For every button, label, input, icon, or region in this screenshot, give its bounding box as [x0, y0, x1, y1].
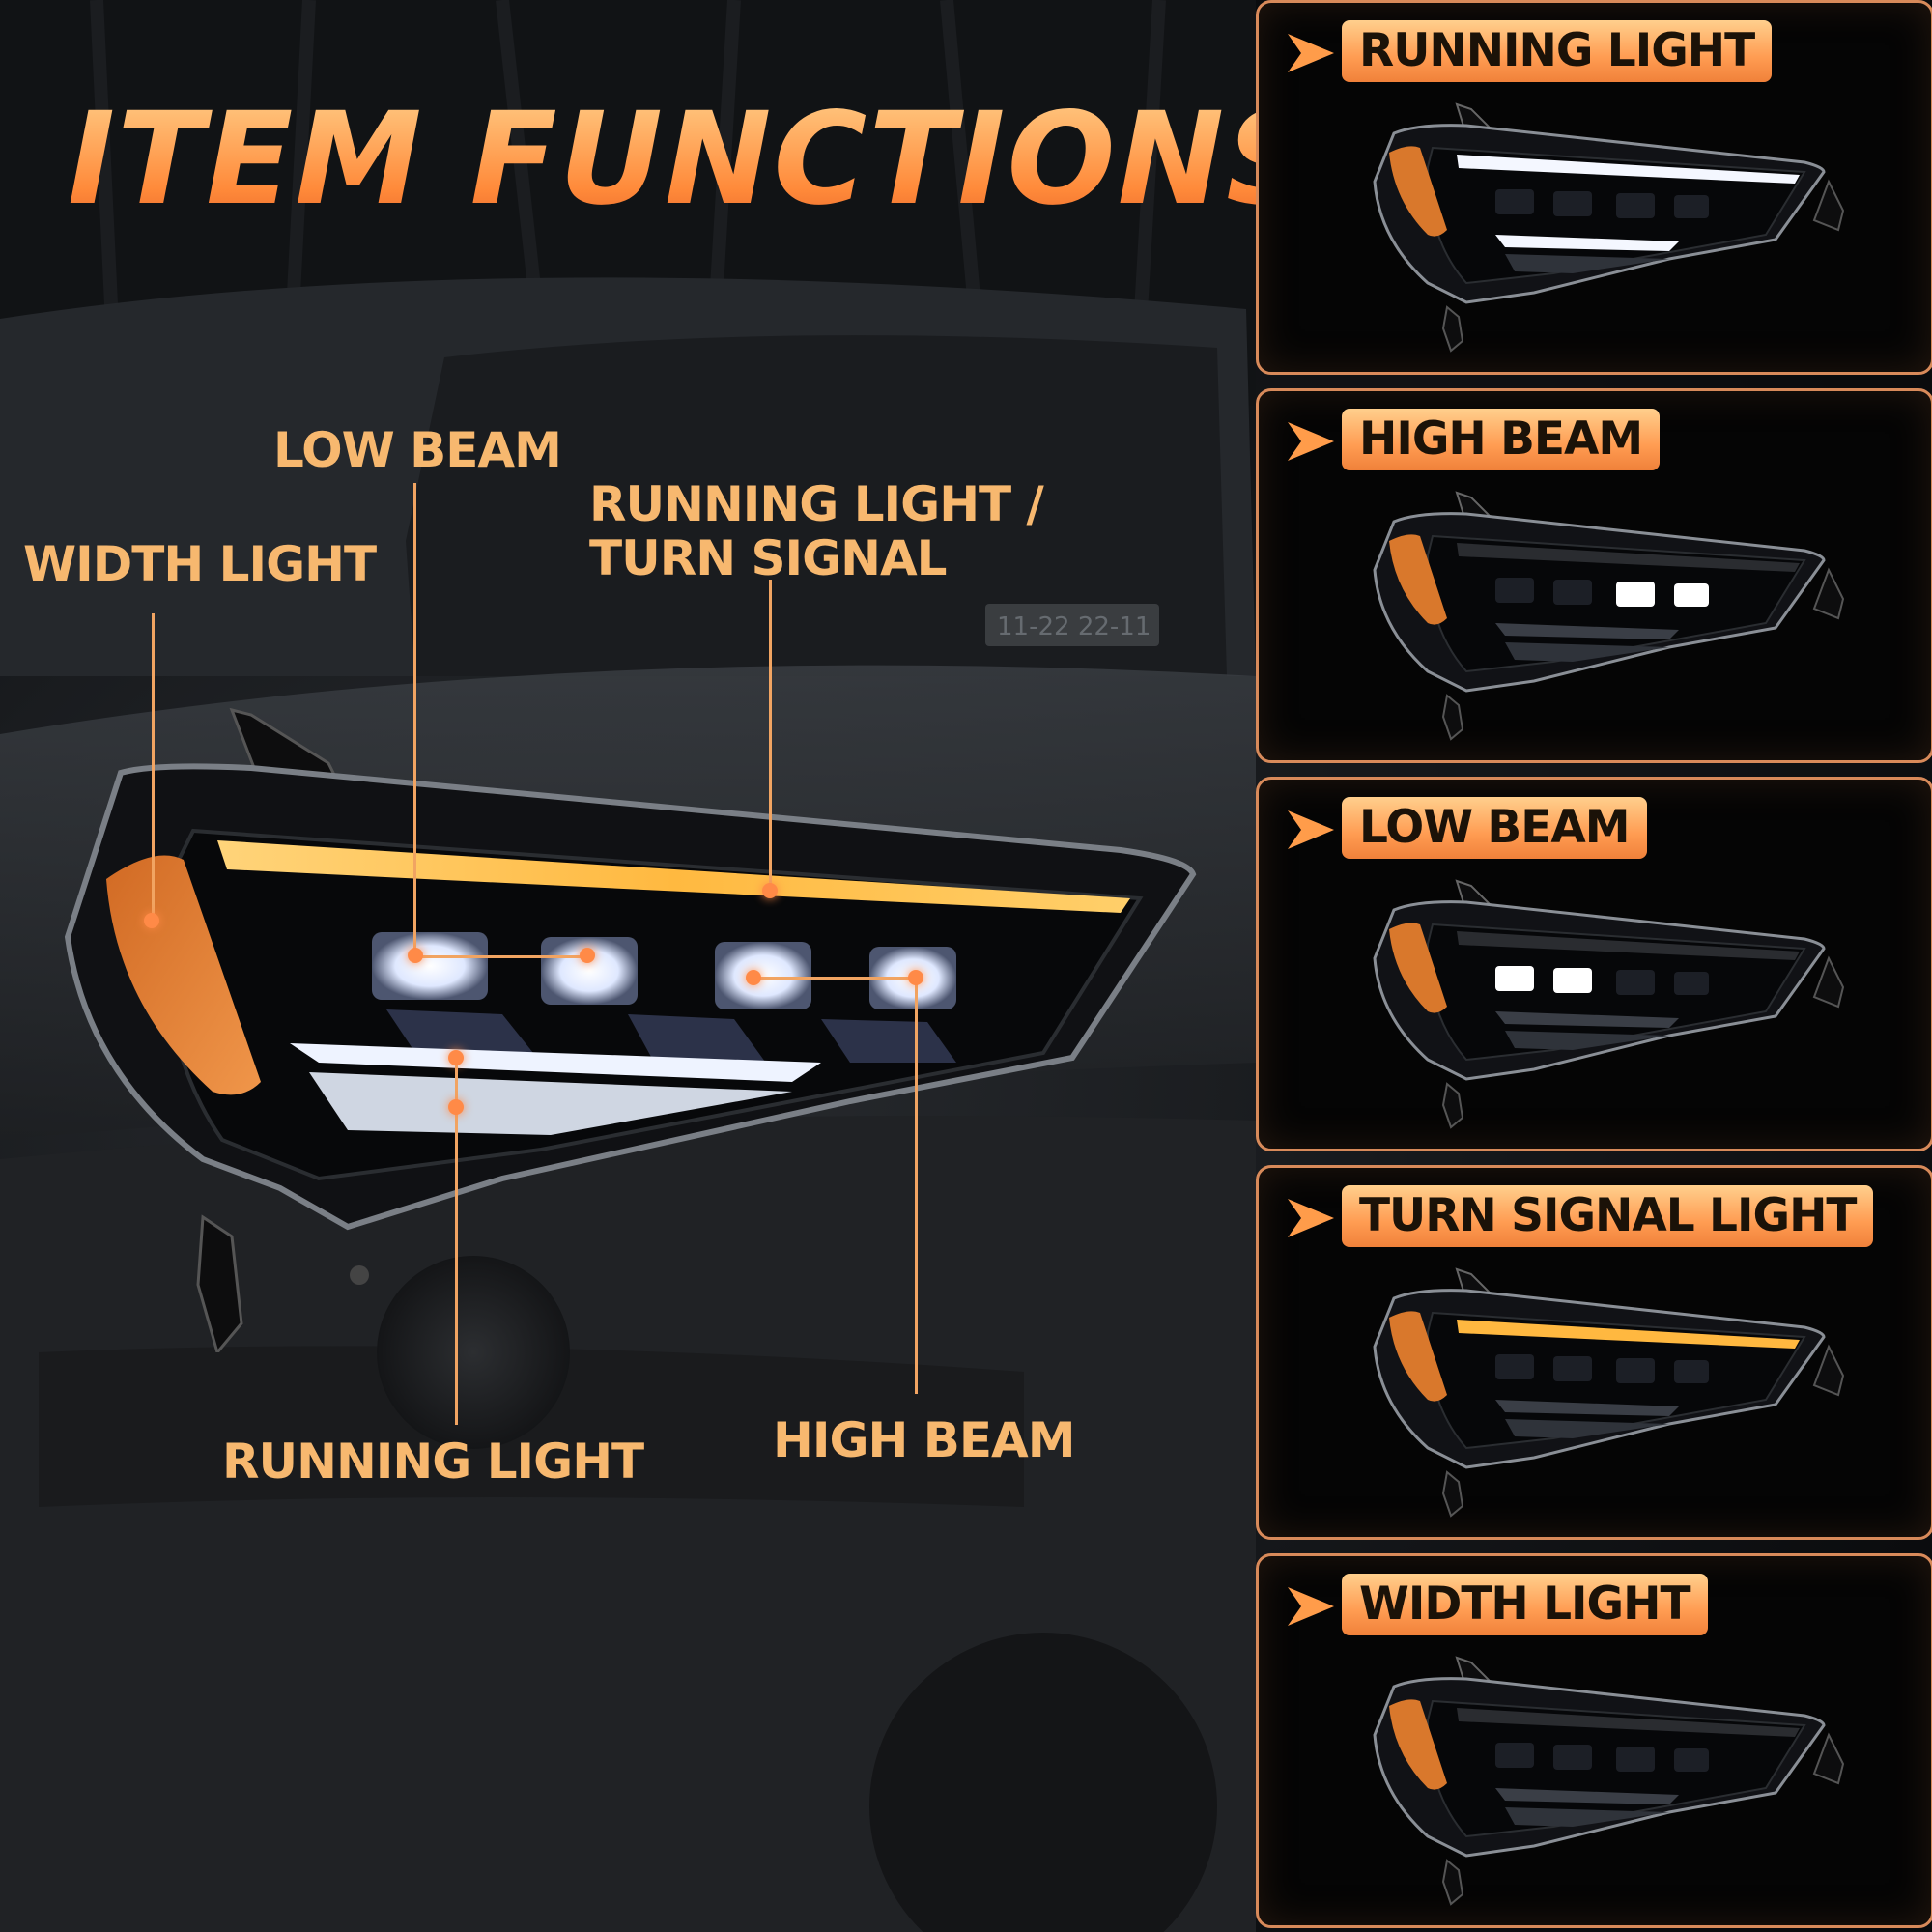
panel-label: LOW BEAM: [1342, 797, 1647, 859]
arrow-icon: [1288, 34, 1334, 72]
leader-high-beam-h: [753, 977, 915, 980]
dot-running-light-2: [448, 1099, 464, 1115]
dot-low-beam-1: [408, 948, 423, 963]
callout-high-beam: HIGH BEAM: [773, 1412, 1075, 1468]
dot-high-beam-2: [908, 970, 923, 985]
leader-low-beam-h: [413, 955, 587, 958]
callout-width-light: WIDTH LIGHT: [23, 536, 377, 592]
leader-running-turn: [769, 580, 772, 891]
headlight-thumbnail: [1373, 879, 1845, 1129]
callout-running-turn: RUNNING LIGHT / TURN SIGNAL: [589, 476, 1044, 586]
dot-running-light-1: [448, 1050, 464, 1065]
panel-high: HIGH BEAM: [1256, 388, 1932, 763]
page-title: ITEM FUNCTIONS: [68, 85, 1321, 234]
leader-high-beam: [915, 977, 918, 1394]
panel-low: LOW BEAM: [1256, 777, 1932, 1151]
panel-turn: TURN SIGNAL LIGHT: [1256, 1165, 1932, 1540]
panel-label: WIDTH LIGHT: [1342, 1574, 1708, 1635]
panel-running: RUNNING LIGHT: [1256, 0, 1932, 375]
dot-width-light: [144, 913, 159, 928]
leader-low-beam: [413, 483, 416, 956]
panel-label: RUNNING LIGHT: [1342, 20, 1773, 82]
callout-running-turn-line2: TURN SIGNAL: [589, 530, 948, 586]
headlight-thumbnail: [1373, 1656, 1845, 1906]
headlight-thumbnail: [1373, 491, 1845, 741]
arrow-icon: [1288, 1587, 1334, 1626]
arrow-icon: [1288, 1199, 1334, 1237]
leader-running-light: [455, 1058, 458, 1425]
arrow-icon: [1288, 422, 1334, 461]
dot-high-beam-1: [746, 970, 761, 985]
dot-running-turn: [762, 883, 778, 898]
panel-label: TURN SIGNAL LIGHT: [1342, 1185, 1874, 1247]
arrow-icon: [1288, 810, 1334, 849]
dot-low-beam-2: [580, 948, 595, 963]
panel-width: WIDTH LIGHT: [1256, 1553, 1932, 1928]
leader-width-light: [152, 613, 155, 921]
plate-text: 11-22 22-11: [997, 612, 1151, 641]
panel-label: HIGH BEAM: [1342, 409, 1661, 470]
callout-low-beam: LOW BEAM: [273, 422, 562, 478]
lower-running-light: [290, 1043, 821, 1082]
drl-strip: [217, 840, 1130, 913]
main-headlight: [64, 707, 1197, 1352]
callout-running-light: RUNNING LIGHT: [222, 1434, 644, 1490]
headlight-thumbnail: [1373, 1267, 1845, 1518]
callout-running-turn-line1: RUNNING LIGHT /: [589, 476, 1044, 532]
headlight-thumbnail: [1373, 102, 1845, 353]
